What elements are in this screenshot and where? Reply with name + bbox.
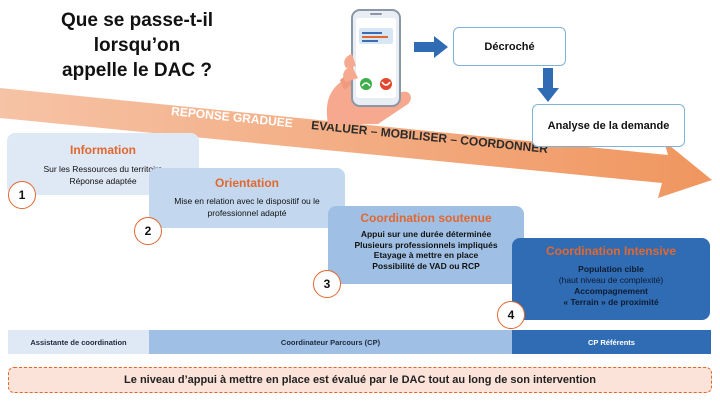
step-coordination-soutenue: Coordination soutenue Appui sur une duré…: [328, 206, 524, 284]
title-line-1: Que se passe-t-il lorsqu’on: [60, 10, 214, 56]
step-orientation: Orientation Mise en relation avec le dis…: [149, 168, 345, 228]
step-orientation-line: professionnel adapté: [207, 208, 287, 218]
step-orientation-heading: Orientation: [214, 176, 279, 190]
graduated-response-arrow: [0, 88, 712, 198]
title-line-2: appelle le DAC ?: [62, 60, 212, 81]
right-arrow-icon: [414, 36, 448, 58]
footer-note: Le niveau d’appui à mettre en place est …: [8, 367, 712, 393]
page-title: Que se passe-t-il lorsqu’on appelle le D…: [22, 8, 252, 83]
step-coordination-intensive-line: (haut niveau de complexité): [558, 275, 664, 285]
role-assistant-coordination: Assistante de coordination: [8, 330, 149, 354]
phone-in-hand-icon: [326, 9, 411, 124]
analyse-demande-box: Analyse de la demande: [532, 104, 685, 147]
step-number-1: 1: [8, 181, 36, 209]
step-information-heading: Information: [70, 143, 136, 157]
step-coordination-intensive-line: « Terrain » de proximité: [563, 297, 659, 307]
step-coordination-intensive-line: Population cible: [578, 264, 644, 274]
step-information-line: Réponse adaptée: [69, 176, 137, 186]
down-arrow-icon: [537, 68, 559, 102]
step-number-2: 2: [134, 217, 162, 245]
role-cp-referents: CP Référents: [512, 330, 711, 354]
step-coordination-intensive-heading: Coordination Intensive: [545, 244, 676, 258]
step-orientation-line: Mise en relation avec le dispositif ou l…: [174, 196, 320, 206]
step-number-3: 3: [313, 270, 341, 298]
step-coordination-soutenue-heading: Coordination soutenue: [360, 211, 492, 225]
step-coordination-soutenue-line: Appui sur une durée déterminée: [360, 229, 492, 239]
step-coordination-soutenue-line: Possibilité de VAD ou RCP: [372, 260, 480, 271]
step-information-line: Sur les Ressources du territoire: [43, 164, 163, 174]
step-number-4: 4: [497, 301, 525, 329]
step-coordination-intensive-line: Accompagnement: [574, 286, 648, 296]
step-coordination-soutenue-line: Etayage à mettre en place: [373, 250, 479, 260]
step-coordination-intensive: Coordination Intensive Population cible …: [512, 238, 710, 320]
step-coordination-soutenue-line: Plusieurs professionnels impliqués: [354, 239, 498, 250]
role-coordinateur-parcours: Coordinateur Parcours (CP): [149, 330, 512, 354]
decroche-box: Décroché: [453, 27, 566, 66]
